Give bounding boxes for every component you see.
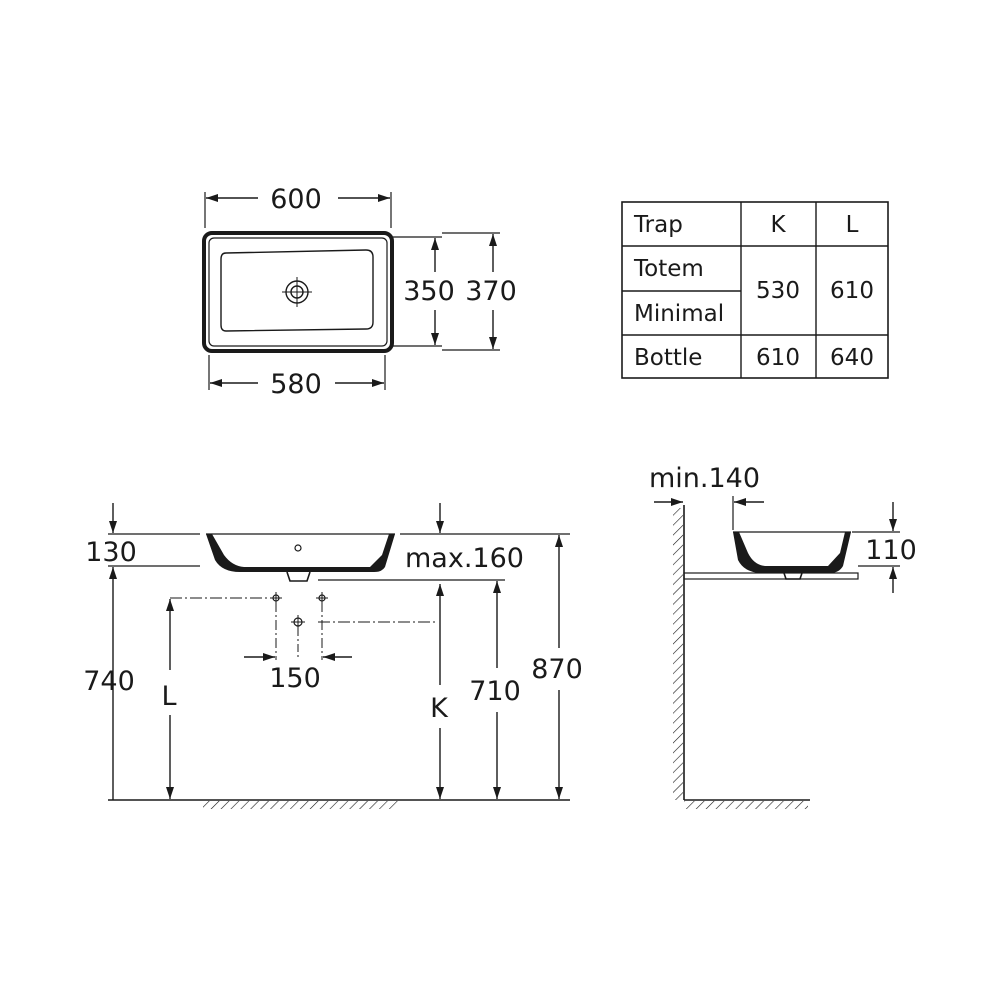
basin-side-profile xyxy=(733,532,851,573)
dim-370-label: 370 xyxy=(465,276,517,307)
table-cell-totem-minimal-l: 610 xyxy=(830,278,874,304)
table-header-k: K xyxy=(770,212,786,238)
water-inlet-left-icon xyxy=(270,592,282,604)
floor-hatch xyxy=(203,801,398,809)
front-view: 130 740 max.160 150 xyxy=(83,503,583,809)
dim-150-label: 150 xyxy=(269,663,321,694)
table-row-totem-trap: Totem xyxy=(633,256,704,282)
dim-600-label: 600 xyxy=(270,184,322,215)
dim-k-label: K xyxy=(430,693,449,724)
dim-l-label: L xyxy=(161,681,176,712)
plan-view: 600 580 350 370 xyxy=(202,184,517,400)
table-header-l: L xyxy=(846,212,859,238)
wall-hatch xyxy=(673,508,683,800)
water-inlet-right-icon xyxy=(316,592,328,604)
table-cell-bottle-k: 610 xyxy=(756,345,800,371)
table-cell-bottle-l: 640 xyxy=(830,345,874,371)
dim-min140-label: min.140 xyxy=(649,463,760,494)
basin-bowl-outline xyxy=(220,249,374,332)
basin-front-profile xyxy=(206,534,395,572)
table-row-bottle-trap: Bottle xyxy=(634,345,702,371)
side-view: min.140 110 xyxy=(649,463,917,809)
trap-table: Trap K L Totem Minimal 530 610 Bottle 61… xyxy=(621,201,889,379)
dim-max160-label: max.160 xyxy=(405,543,524,574)
dim-710-label: 710 xyxy=(469,676,521,707)
basin-rim-outline xyxy=(208,237,388,347)
dim-580-label: 580 xyxy=(270,369,322,400)
side-floor-hatch xyxy=(684,801,808,809)
dim-130-label: 130 xyxy=(85,537,137,568)
table-row-minimal-trap: Minimal xyxy=(634,301,724,327)
drain-outlet xyxy=(286,571,311,582)
dim-110-label: 110 xyxy=(865,535,917,566)
waste-outlet-icon xyxy=(291,615,305,629)
countertop xyxy=(683,572,859,580)
drain-icon xyxy=(282,277,312,307)
dim-740-label: 740 xyxy=(83,666,135,697)
basin-outer-outline xyxy=(202,231,394,353)
table-header-trap: Trap xyxy=(633,212,683,238)
dim-350-label: 350 xyxy=(403,276,455,307)
dim-870-label: 870 xyxy=(531,654,583,685)
table-cell-totem-minimal-k: 530 xyxy=(756,278,800,304)
